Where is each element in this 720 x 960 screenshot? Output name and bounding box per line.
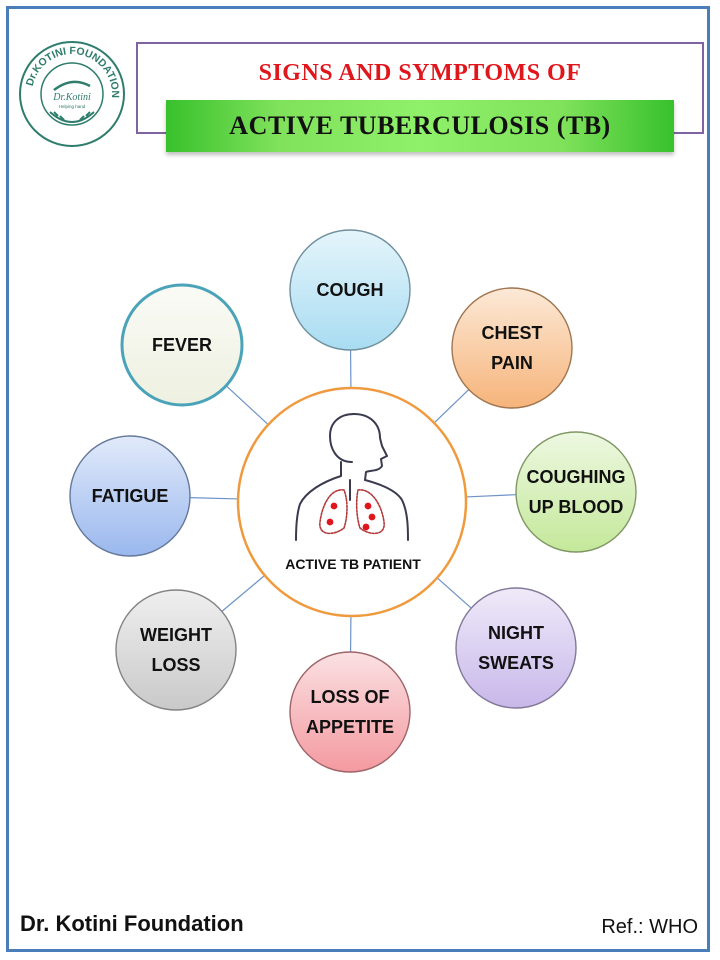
symptom-circle <box>515 431 637 553</box>
symptom-label: WEIGHT LOSS <box>140 625 212 675</box>
symptom-circle <box>69 435 191 557</box>
symptom-label: FEVER <box>151 335 212 355</box>
symptom-circle <box>120 283 244 407</box>
symptom-label: COUGHING UP BLOOD <box>526 467 626 517</box>
title-line-2: ACTIVE TUBERCULOSIS (TB) <box>229 111 611 140</box>
footer-reference: Ref.: WHO <box>601 916 698 938</box>
infection-spots <box>326 502 376 531</box>
footer-organization: Dr. Kotini Foundation <box>20 911 244 936</box>
connector-line <box>225 385 269 426</box>
connector-line <box>465 494 517 498</box>
symptom-label: CHEST PAIN <box>481 323 543 373</box>
connector-line <box>189 497 239 500</box>
symptom-circle <box>451 287 573 409</box>
symptom-circle <box>115 589 237 711</box>
lungs-person-icon <box>295 413 409 541</box>
symptom-label: NIGHT SWEATS <box>478 623 554 673</box>
connector-line <box>221 574 266 612</box>
symptom-circle <box>289 651 411 773</box>
logo-tagline: Helping hand <box>59 104 86 109</box>
connector-line <box>436 577 472 609</box>
center-label: ACTIVE TB PATIENT <box>285 556 421 572</box>
title-band <box>166 100 674 152</box>
page-frame <box>6 6 710 952</box>
foundation-logo: Dr.KOTINI FOUNDATION Dr.Kotini Helping h… <box>19 41 125 147</box>
symptom-circle <box>455 587 577 709</box>
symptom-label: LOSS OF APPETITE <box>305 687 394 737</box>
title-line-1: SIGNS AND SYMPTOMS OF <box>258 60 582 86</box>
center-circle <box>236 386 468 618</box>
symptom-label: COUGH <box>316 280 384 300</box>
symptom-label: FATIGUE <box>91 486 169 506</box>
logo-script-name: Dr.Kotini <box>52 92 91 103</box>
connector-line <box>433 389 470 424</box>
connector-lines <box>189 349 517 653</box>
symptom-circle <box>289 229 411 351</box>
